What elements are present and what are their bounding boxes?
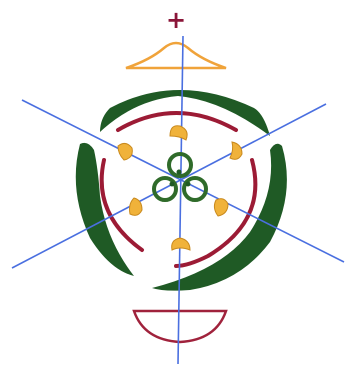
ovule [177,170,182,175]
axis-symbol: + [166,6,186,34]
bract [126,43,226,68]
locule [154,178,176,200]
outer-tepal [152,144,287,291]
stamen [230,142,242,159]
bracteole [134,311,226,342]
ovule [186,182,191,187]
stamen [170,126,187,140]
stamen [214,199,228,216]
stamen [118,143,132,160]
symmetry-lines [12,36,344,364]
locule [184,178,206,200]
ovule [170,182,175,187]
stamen [172,238,190,250]
symmetry-line-vertical [178,36,183,364]
